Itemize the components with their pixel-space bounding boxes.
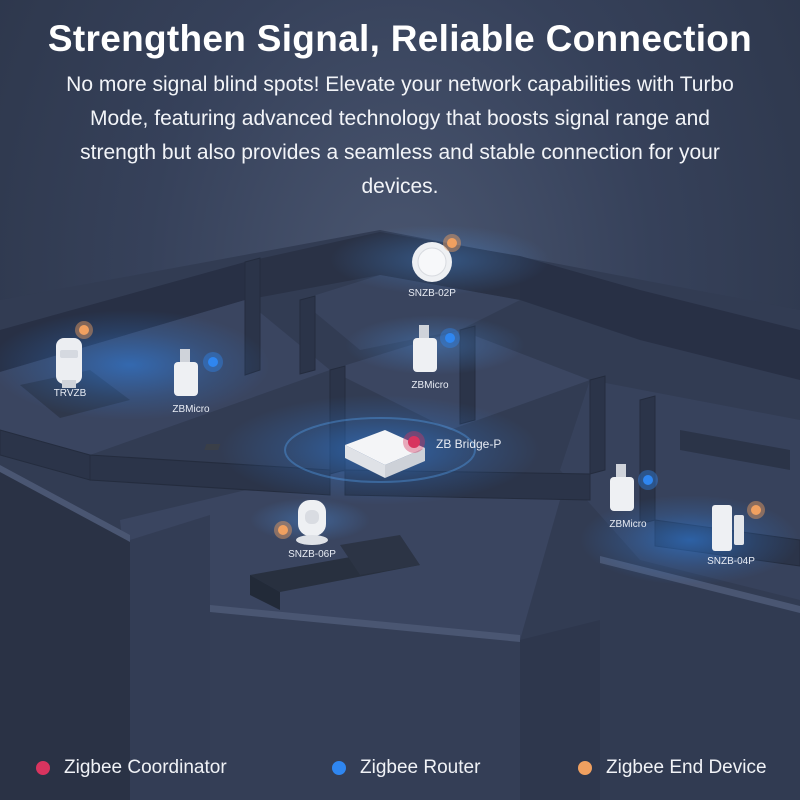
zbmicro-right-device xyxy=(610,464,658,511)
counter xyxy=(680,430,790,470)
coordinator-dot-icon xyxy=(36,761,50,775)
trvzb-device xyxy=(56,321,93,388)
outer-wall-left xyxy=(0,470,130,800)
snzb-04p-device xyxy=(712,501,765,551)
legend-label: Zigbee End Device xyxy=(606,757,767,778)
wall-segment xyxy=(299,295,316,375)
sofa xyxy=(250,535,420,610)
device-label-snzb-02p: SNZB-02P xyxy=(408,288,456,299)
wall-segment xyxy=(589,375,606,475)
device-label-trvzb: TRVZB xyxy=(53,388,87,399)
end-device-dot-icon xyxy=(578,761,592,775)
signal-glow xyxy=(580,495,800,585)
legend-item-end-device: Zigbee End Device xyxy=(578,752,767,784)
wall-top-edge xyxy=(0,465,130,542)
zbmicro-left-device xyxy=(174,349,223,396)
snzb-06p-device xyxy=(274,500,328,545)
outer-wall-front xyxy=(130,515,210,800)
signal-glow xyxy=(284,417,476,483)
legend-label: Zigbee Router xyxy=(360,757,481,778)
zbmicro-center-device xyxy=(413,325,460,372)
legend-label: Zigbee Coordinator xyxy=(64,757,227,778)
device-label-zbmicro-left: ZBMicro xyxy=(172,404,210,415)
legend-item-coordinator: Zigbee Coordinator xyxy=(36,752,227,784)
router-dot-icon xyxy=(332,761,346,775)
signal-glow xyxy=(0,310,270,420)
device-label-snzb-04p: SNZB-04P xyxy=(707,556,755,567)
outer-wall-front xyxy=(210,610,520,800)
device-label-zbmicro-center: ZBMicro xyxy=(411,380,449,391)
legend: Zigbee Coordinator Zigbee Router Zigbee … xyxy=(0,752,800,784)
wall-top-edge xyxy=(210,605,520,642)
device-label-zbmicro-right: ZBMicro xyxy=(609,519,647,530)
device-label-zb-bridge-p: ZB Bridge-P xyxy=(436,437,502,451)
outer-wall-front xyxy=(520,620,600,800)
outer-wall-right xyxy=(600,560,800,800)
snzb-02p-device xyxy=(412,234,461,282)
subheading-paragraph: No more signal blind spots! Elevate your… xyxy=(66,73,734,198)
headline: Strengthen Signal, Reliable Connection xyxy=(47,18,753,59)
room-wall xyxy=(520,256,800,380)
device-label-snzb-06p: SNZB-06P xyxy=(288,549,336,560)
zb-bridge-p-device xyxy=(204,430,425,478)
legend-item-router: Zigbee Router xyxy=(332,752,480,784)
